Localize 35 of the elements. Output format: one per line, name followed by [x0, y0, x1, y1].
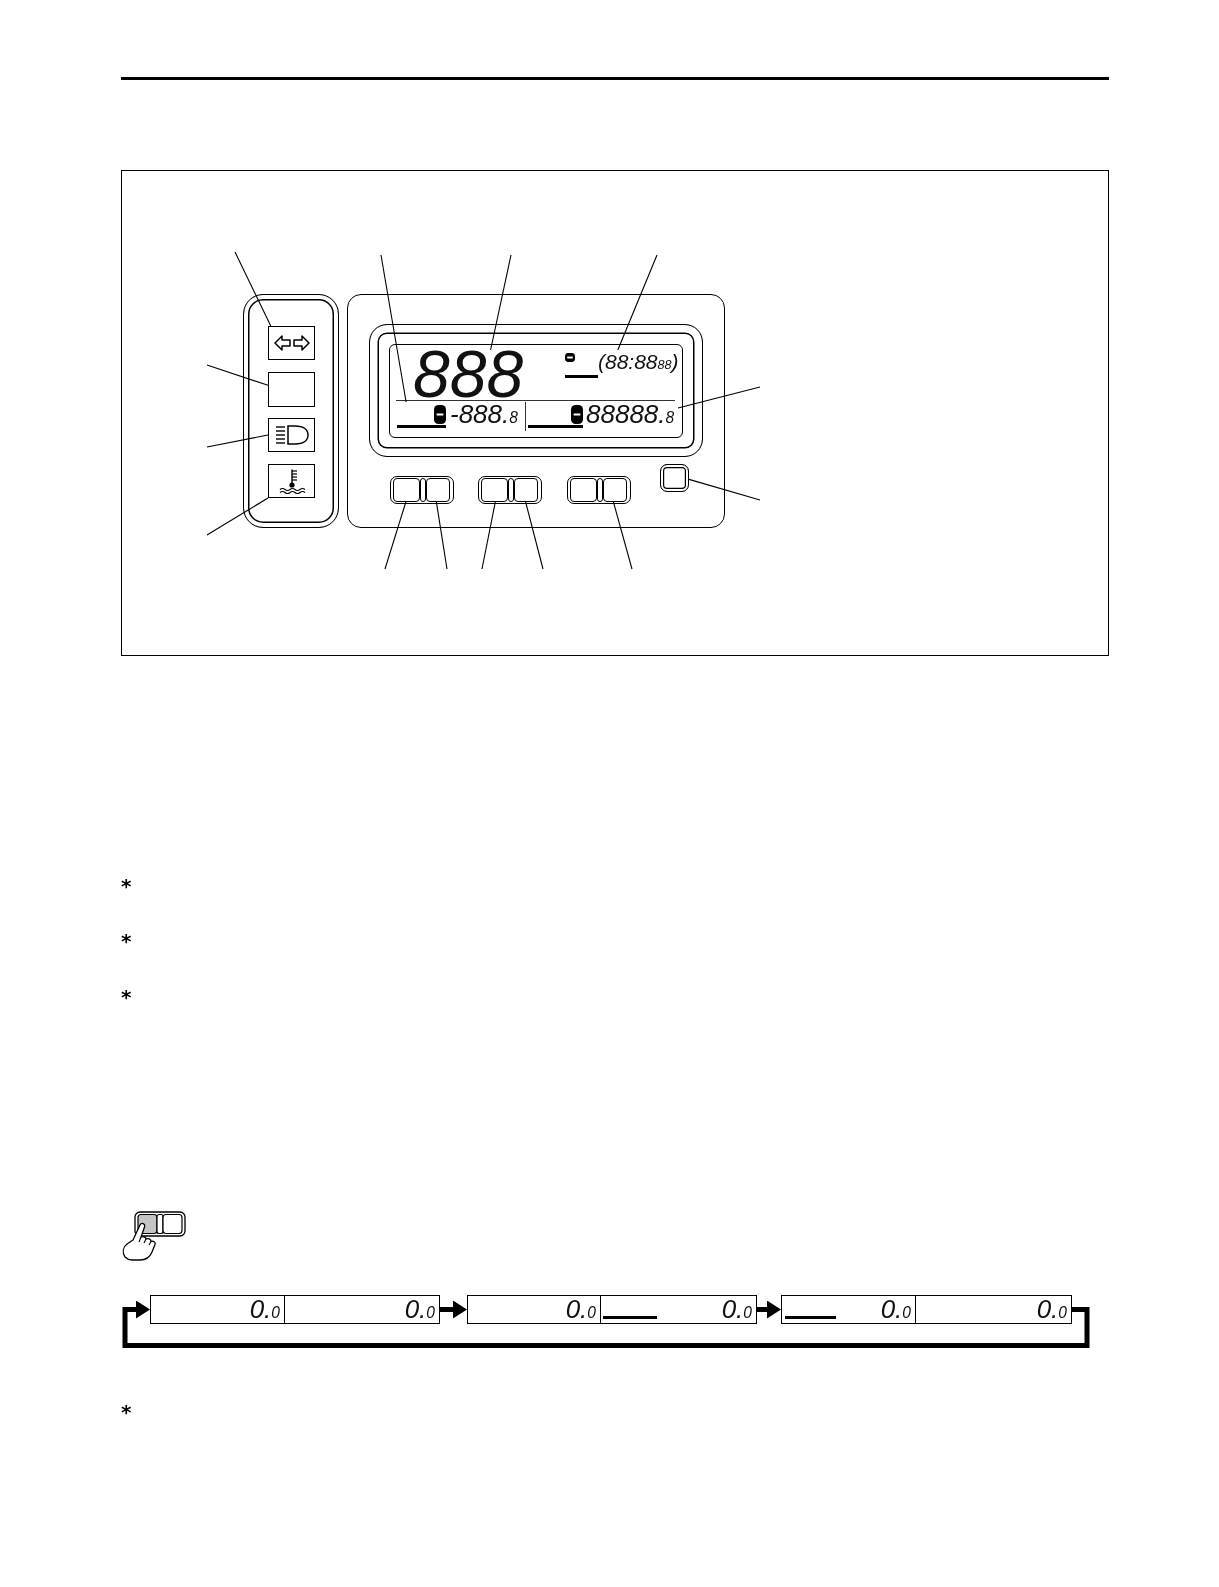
indicator-lamp: [268, 326, 315, 360]
footnote-asterisk: *: [121, 876, 132, 896]
square-button: [660, 464, 689, 492]
lcd-readout-strip: [467, 1295, 757, 1324]
leader-line: [688, 478, 761, 501]
footnote-asterisk: *: [121, 931, 132, 951]
leader-line: [206, 434, 269, 448]
leader-line: [612, 500, 633, 570]
button-key: [480, 477, 508, 502]
leader-line: [677, 386, 761, 409]
lcd-readout-strip: [781, 1295, 1072, 1324]
footnote-asterisk: *: [121, 1402, 132, 1422]
button-key: [392, 477, 420, 502]
flow-arrow: [440, 1300, 467, 1319]
flow-arrow: [757, 1300, 781, 1319]
leader-line: [524, 500, 544, 570]
leader-line: [206, 497, 269, 536]
leader-line: [384, 500, 407, 570]
leader-line: [234, 251, 272, 327]
leader-line: [490, 254, 512, 351]
indicator-lamp: [268, 464, 315, 498]
leader-line: [617, 254, 658, 351]
button-key: [602, 477, 627, 502]
lcd-readout-strip: [150, 1295, 440, 1324]
leader-line: [206, 364, 269, 386]
lcd-readout: 888: [413, 350, 528, 399]
indicator-lamp: [268, 418, 315, 452]
leader-line: [380, 254, 407, 403]
footnote-asterisk: *: [121, 987, 132, 1007]
button-key: [513, 477, 538, 502]
leader-line: [481, 500, 496, 570]
button-key: [425, 477, 450, 502]
leader-line: [435, 500, 448, 570]
indicator-lamp: [268, 372, 315, 407]
flow-arrow: [122, 1300, 1090, 1348]
